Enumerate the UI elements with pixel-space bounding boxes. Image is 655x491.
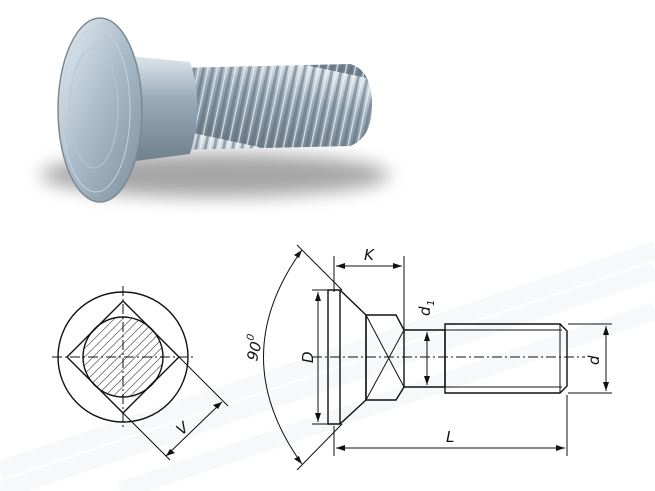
- label-d1-subscript: 1: [426, 300, 437, 306]
- angle-arc: [263, 249, 303, 465]
- end-view: V: [52, 286, 229, 461]
- label-d1: d: [416, 306, 434, 316]
- label-l: L: [446, 428, 454, 446]
- label-k: K: [364, 246, 375, 264]
- label-big-d: D: [299, 351, 317, 363]
- bolt-thread: [175, 64, 372, 150]
- bolt-head: [57, 17, 143, 203]
- bolt-head-face: [61, 27, 131, 193]
- label-d: d: [585, 355, 603, 365]
- side-view: K d 1 D d L 90 0: [243, 244, 612, 471]
- bolt-neck: [128, 56, 198, 162]
- bolt-photo: [40, 17, 390, 203]
- label-angle: 90: [243, 340, 265, 363]
- v-dimension-line: [165, 401, 223, 457]
- label-angle-unit: 0: [245, 333, 257, 342]
